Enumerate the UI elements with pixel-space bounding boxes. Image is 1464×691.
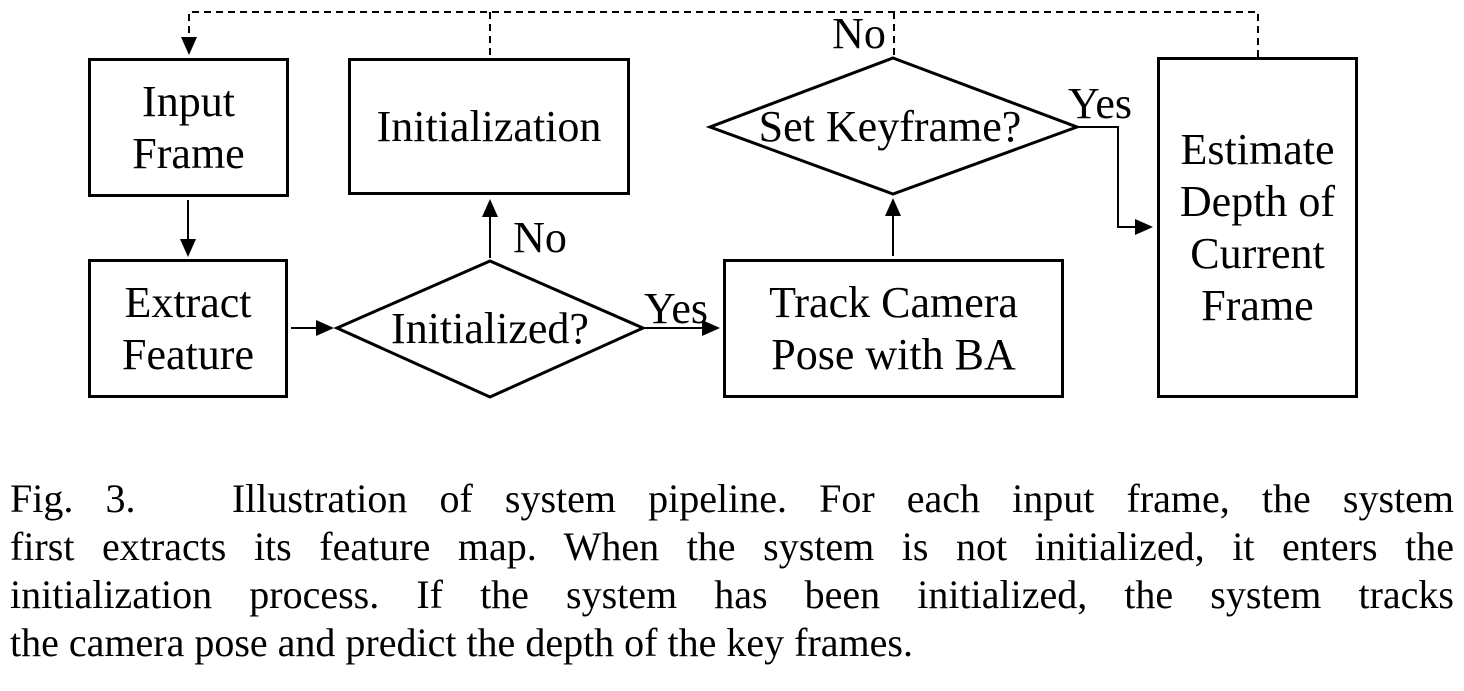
- edge-set-keyframe-yes-to-estimate: [1077, 126, 1153, 235]
- caption-line-4: the camera pose and predict the depth of…: [10, 620, 913, 665]
- node-input-frame-line2: Frame: [132, 128, 245, 178]
- node-track-camera-line1: Track Camera: [769, 277, 1018, 327]
- edge-label-initialized-yes: Yes: [643, 284, 709, 333]
- node-initialization-label: Initialization: [376, 101, 602, 151]
- set-keyframe-diamond: [705, 56, 1082, 196]
- caption-line-1: Fig. 3. Illustration of system pipeline.…: [10, 476, 1454, 521]
- node-input-frame-line1: Input: [142, 76, 235, 126]
- node-set-keyframe-label: Set Keyframe?: [758, 102, 1022, 151]
- node-estimate-depth-line4: Frame: [1201, 280, 1314, 330]
- edge-label-set-keyframe-no: No: [832, 9, 886, 58]
- edge-label-initialized-no: No: [513, 213, 567, 262]
- node-extract-feature-line2: Feature: [122, 329, 254, 379]
- node-estimate-depth-line1: Estimate: [1180, 124, 1335, 174]
- node-initialization: Initialization: [348, 58, 630, 195]
- caption-line-2: first extracts its feature map. When the…: [10, 524, 1454, 569]
- node-initialized-label: Initialized?: [391, 304, 589, 353]
- figure-caption: Fig. 3. Illustration of system pipeline.…: [10, 475, 1454, 667]
- edge-feedback-dashed: [181, 11, 1259, 57]
- node-estimate-depth-line3: Current: [1190, 228, 1325, 278]
- flowchart-diagram: Input Frame Initialization Extract Featu…: [88, 9, 1358, 399]
- node-extract-feature-line1: Extract: [124, 277, 252, 327]
- node-estimate-depth-line2: Depth of: [1179, 176, 1336, 226]
- flowchart-connections: [180, 11, 1259, 399]
- node-extract-feature: Extract Feature: [88, 259, 288, 398]
- initialized-diamond: [333, 259, 647, 399]
- edge-label-set-keyframe-yes: Yes: [1067, 79, 1133, 128]
- node-input-frame: Input Frame: [88, 58, 289, 197]
- node-estimate-depth: Estimate Depth of Current Frame: [1157, 57, 1358, 398]
- caption-line-3: initialization process. If the system ha…: [10, 572, 1454, 617]
- node-track-camera-line2: Pose with BA: [771, 329, 1016, 379]
- node-track-camera: Track Camera Pose with BA: [723, 259, 1064, 398]
